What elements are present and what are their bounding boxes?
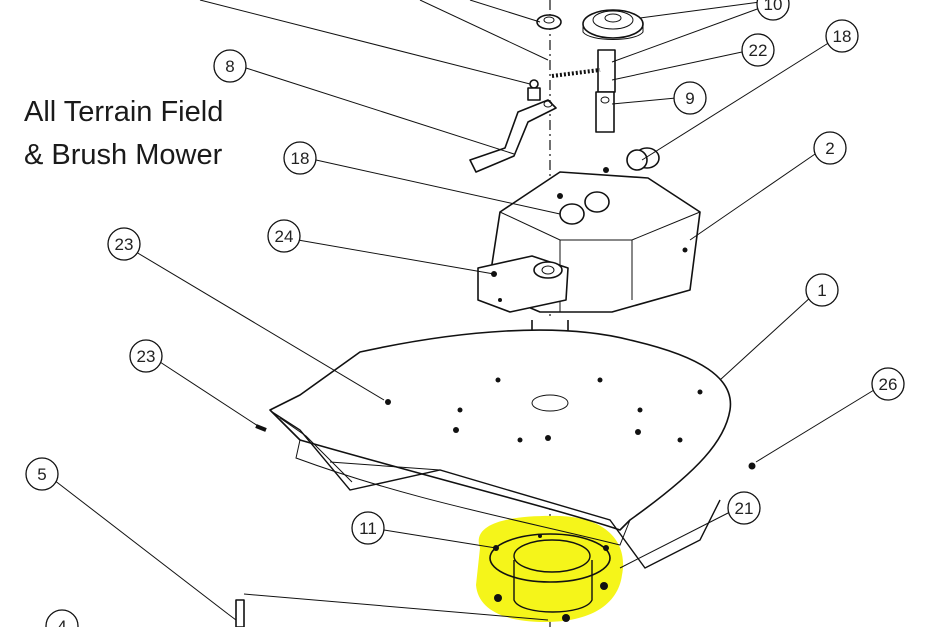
callout-18-mid: 18: [283, 141, 317, 175]
callout-8: 8: [213, 49, 247, 83]
svg-text:8: 8: [225, 57, 234, 76]
svg-text:4: 4: [57, 617, 66, 627]
svg-text:2: 2: [825, 139, 834, 158]
svg-text:18: 18: [291, 149, 310, 168]
callout-11: 11: [351, 511, 385, 545]
leader-lines: [53, 0, 875, 621]
highlight-part-11: [476, 515, 624, 622]
svg-text:24: 24: [275, 227, 294, 246]
svg-text:18: 18: [833, 27, 852, 46]
bolt-part-5: [235, 599, 245, 627]
spindle-flange: [489, 533, 611, 622]
pulley: [582, 9, 644, 40]
svg-text:23: 23: [137, 347, 156, 366]
callout-10: 10: [756, 0, 790, 21]
callout-24: 24: [267, 219, 301, 253]
fastener-26: [748, 462, 756, 470]
callout-22: 22: [741, 33, 775, 67]
svg-text:11: 11: [359, 519, 377, 538]
callout-26: 26: [871, 367, 905, 401]
svg-text:26: 26: [879, 375, 898, 394]
lever-arm: [469, 99, 557, 173]
svg-text:9: 9: [685, 89, 694, 108]
callout-18-top: 18: [825, 19, 859, 53]
top-washer: [536, 14, 562, 30]
svg-text:5: 5: [37, 465, 46, 484]
svg-text:10: 10: [764, 0, 783, 14]
callout-21: 21: [727, 491, 761, 525]
callout-4: 4: [45, 609, 79, 627]
bearing-top: [626, 147, 660, 171]
mower-deck: [269, 329, 732, 546]
callout-23-lower: 23: [129, 339, 163, 373]
svg-text:23: 23: [115, 235, 134, 254]
svg-text:21: 21: [735, 499, 754, 518]
fastener-23b: [255, 424, 267, 432]
callout-5: 5: [25, 457, 59, 491]
callout-23-upper: 23: [107, 227, 141, 261]
svg-text:1: 1: [817, 281, 826, 300]
svg-text:22: 22: [749, 41, 768, 60]
idler-arm: [527, 49, 616, 133]
diagram-title-line-2: & Brush Mower: [24, 139, 223, 171]
callout-1: 1: [805, 273, 839, 307]
callout-2: 2: [813, 131, 847, 165]
diagram-title-line-1: All Terrain Field: [24, 96, 224, 128]
skid-bar: [271, 411, 721, 569]
callout-9: 9: [673, 81, 707, 115]
